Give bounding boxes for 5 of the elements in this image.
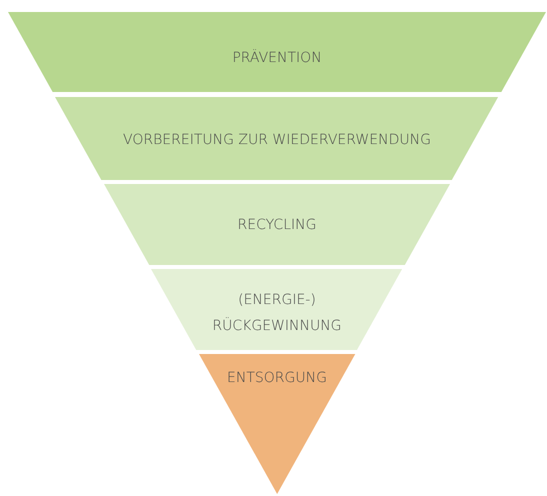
level-label: VORBEREITUNG ZUR WIEDERVERWENDUNG: [123, 131, 431, 150]
level-label: ENTSORGUNG: [227, 369, 327, 388]
level-label: (ENERGIE-) RÜCKGEWINNUNG: [211, 291, 343, 336]
level-label: RECYCLING: [238, 216, 316, 235]
level-label: PRÄVENTION: [232, 48, 322, 68]
